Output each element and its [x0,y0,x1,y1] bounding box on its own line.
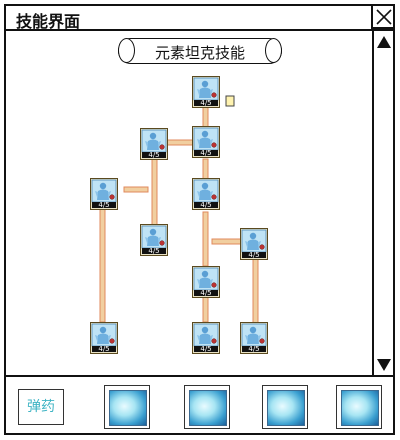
vertical-scrollbar[interactable] [372,31,393,376]
skill-icon [192,126,220,158]
skill-icon [140,224,168,256]
ammo-slot-2[interactable] [184,385,230,429]
tree-title-banner: 元素坦克技能 [118,38,282,64]
title-bar: 技能界面 [6,4,395,31]
skill-icon [192,76,220,108]
close-icon [376,9,392,25]
skill-node[interactable]: 4/5 [90,178,118,210]
skill-level-label: 4/5 [148,247,160,255]
close-button[interactable] [371,4,395,29]
scroll-down-arrow-icon[interactable] [376,358,392,372]
ammo-slot-1[interactable] [104,385,150,429]
skill-node[interactable]: 4/5 [90,322,118,354]
skill-icon [240,228,268,260]
skill-icon [140,128,168,160]
skill-icon [192,322,220,354]
scroll-cap-right [265,38,282,63]
bottom-toolbar: 弹药 [6,375,393,433]
skill-node[interactable]: 4/5 [240,322,268,354]
skill-icon [192,178,220,210]
skill-node[interactable]: 4/5 [140,128,168,160]
skill-icon [90,178,118,210]
skill-level-label: 4/5 [98,201,110,209]
skill-icon [192,266,220,298]
ammo-slot-icon [109,390,147,426]
connector-line [211,238,243,245]
connector-line [99,205,106,323]
skill-icon [240,322,268,354]
skill-level-label: 4/5 [98,345,110,353]
skill-node[interactable]: 4/5 [192,126,220,158]
connector-line [252,255,259,324]
skill-level-label: 4/5 [200,289,212,297]
skill-node[interactable]: 4/5 [192,76,220,108]
skill-level-label: 4/5 [200,149,212,157]
skill-level-label: 4/5 [248,345,260,353]
ammo-slot-3[interactable] [262,385,308,429]
skill-level-label: 4/5 [248,251,260,259]
skill-node[interactable]: 4/5 [192,178,220,210]
skill-level-label: 4/5 [200,345,212,353]
scroll-cap-left [118,38,135,63]
ammo-slot-icon [267,390,305,426]
skill-level-label: 4/5 [200,201,212,209]
skill-node[interactable]: 4/5 [140,224,168,256]
skill-node[interactable]: 4/5 [240,228,268,260]
skill-icon [90,322,118,354]
tree-title: 元素坦克技能 [154,44,245,62]
connector-line [165,139,194,146]
connector-line [123,186,149,193]
connector-line [151,158,158,226]
connector-line [202,296,209,323]
scroll-up-arrow-icon[interactable] [376,35,392,49]
skill-node[interactable]: 4/5 [192,266,220,298]
connector-line [202,211,209,267]
skill-tree-panel: 元素坦克技能 4/5 4/5 4/5 4/5 4/5 4/5 4/5 4/5 4/5 4/5 4/5 [6,6,372,376]
note-icon [225,95,235,107]
ammo-slot-icon [341,390,379,426]
ammo-button[interactable]: 弹药 [18,389,64,425]
skill-level-label: 4/5 [200,99,212,107]
ammo-slot-icon [189,390,227,426]
skill-level-label: 4/5 [148,151,160,159]
ammo-slot-4[interactable] [336,385,382,429]
skill-node[interactable]: 4/5 [192,322,220,354]
window-title: 技能界面 [16,12,81,31]
